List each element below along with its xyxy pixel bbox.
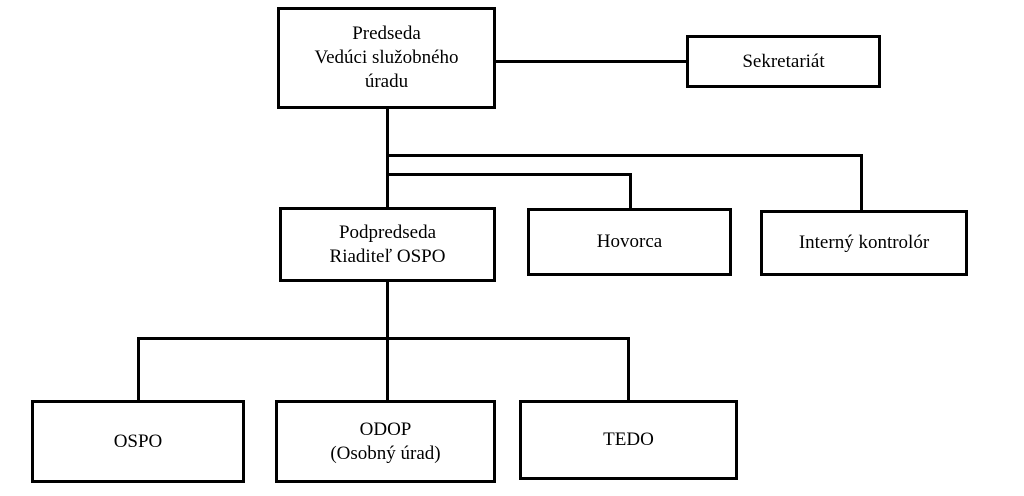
node-podpredseda: Podpredseda Riaditeľ OSPO: [279, 207, 496, 282]
node-predseda: Predseda Vedúci služobného úradu: [277, 7, 496, 109]
connector-odop-drop: [386, 337, 389, 402]
connector-kontrolor-drop: [860, 154, 863, 212]
connector-predseda-trunk: [386, 108, 389, 208]
node-odop: ODOP (Osobný úrad): [275, 400, 496, 483]
node-sekretariat-label: Sekretariát: [742, 50, 825, 72]
node-tedo-label: TEDO: [603, 429, 654, 450]
connector-podpredseda-trunk: [386, 280, 389, 340]
node-podpredseda-line-2: Riaditeľ OSPO: [329, 245, 446, 267]
node-ospo: OSPO: [31, 400, 245, 483]
node-sekretariat: Sekretariát: [686, 35, 881, 88]
connector-tedo-drop: [627, 337, 630, 402]
connector-hovorca-branch: [386, 173, 632, 176]
node-kontrolor-label: Interný kontrolór: [798, 232, 930, 253]
connector-hovorca-drop: [629, 173, 632, 210]
connector-kontrolor-branch: [386, 154, 863, 157]
node-predseda-line-1: Predseda: [352, 23, 421, 44]
connector-predseda-sekretariat: [496, 60, 688, 63]
node-predseda-line-3: úradu: [364, 71, 409, 92]
node-hovorca: Hovorca: [527, 208, 732, 276]
node-kontrolor: Interný kontrolór: [760, 210, 968, 276]
node-ospo-label: OSPO: [113, 430, 163, 452]
node-odop-line-2: (Osobný úrad): [330, 442, 441, 464]
node-podpredseda-line-1: Podpredseda: [338, 221, 437, 243]
connector-ospo-drop: [137, 337, 140, 402]
node-hovorca-label: Hovorca: [596, 231, 663, 252]
connector-bottom-bus: [137, 337, 630, 340]
node-tedo: TEDO: [519, 400, 738, 480]
node-odop-line-1: ODOP: [359, 418, 412, 440]
node-predseda-line-2: Vedúci služobného: [314, 47, 459, 68]
